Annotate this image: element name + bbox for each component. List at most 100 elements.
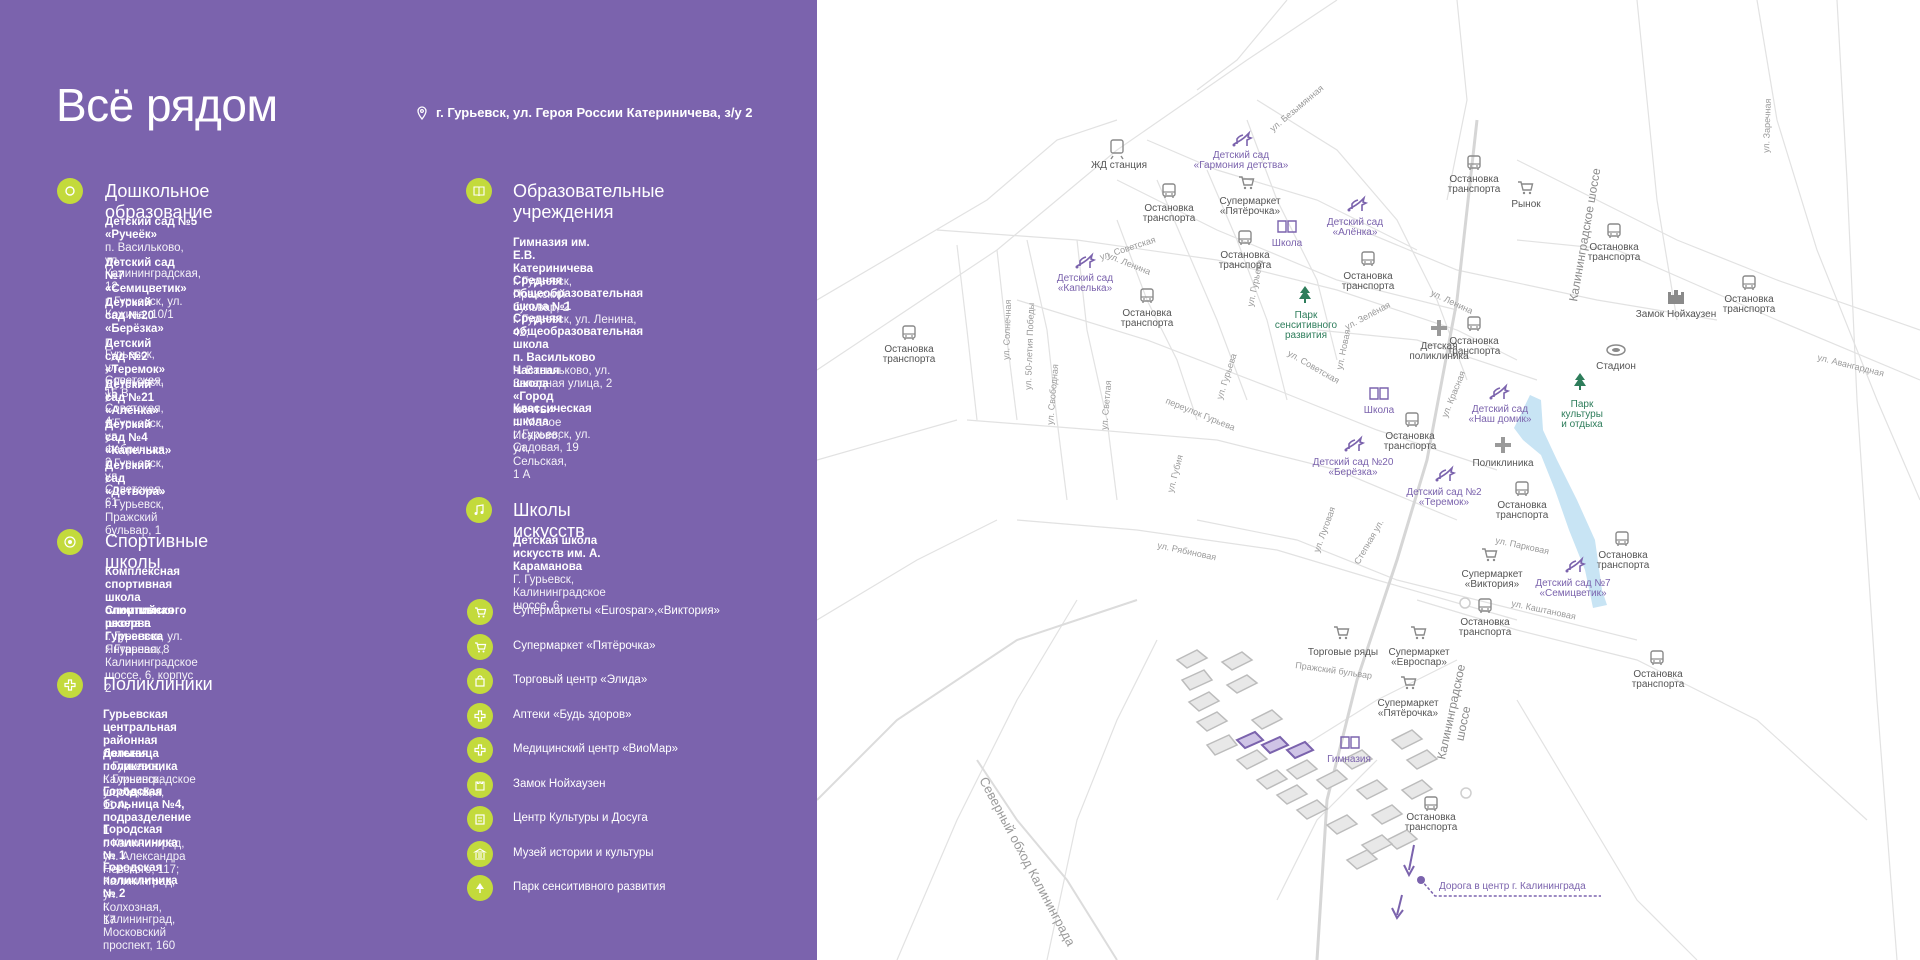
kindergarten-label: Детский сад [1057,273,1113,284]
street-label: ул. Зелёная [1343,299,1392,331]
street-label: ул. Губия [1165,454,1185,494]
section-title: Дошкольное образование [105,181,213,222]
list-item: Детский сад №7 «Семицветик»г. Гурьевск, … [105,257,187,321]
bus-stop-label: Остановка [1449,174,1499,185]
supermarket-label: «Пятёрочка» [1220,206,1281,217]
bus-stop-icon [1424,796,1438,812]
clinic-label: Детская [1420,341,1457,352]
lake [1514,395,1607,608]
street-label: ул. Светлая [1099,380,1113,430]
clinic-label: поликлиника [1409,351,1469,362]
supermarket-label: Супермаркет [1461,569,1522,580]
tree-icon [467,875,493,901]
bus-stop-icon [1467,316,1481,332]
street-label: ул. Ленина [1106,251,1152,277]
park-label: и отдыха [1561,419,1603,430]
supermarket-label: Супермаркет [1377,698,1438,709]
kindergarten-label: Детский сад [1213,150,1269,161]
market-icon [1517,181,1534,195]
road-network [817,0,1920,960]
bus-stop-label: транспорта [1723,304,1776,315]
park-label: развития [1285,330,1327,341]
list-item: Детский сад №21 «Алёнка»г. Гурьевск, ул.… [105,379,168,469]
bus-stop-icon [1607,223,1621,239]
list-item: Детский сад №5 «Ручеёк»п. Васильково, ул… [105,216,201,293]
bus-stop-label: транспорта [1496,510,1549,521]
kindergarten-label: «Капелька» [1058,283,1113,294]
park-label: сенситивного [1275,320,1338,331]
medical-cross-icon [1495,437,1511,453]
kindergarten-icon [1434,467,1455,483]
shopping-bag-icon [467,668,493,694]
bus-stop-label: Остановка [1633,669,1683,680]
bus-stop-label: Остановка [1460,617,1510,628]
street-label: ул. Советская [1286,348,1341,386]
bus-stop-label: Остановка [1497,500,1547,511]
bus-stop-label: Остановка [1122,308,1172,319]
rail-icon [1110,139,1124,160]
sport-icon [57,529,83,555]
rail-label: ЖД станция [1091,160,1147,171]
supermarket-icon [1410,626,1427,640]
secondary-road [817,599,1138,801]
location-pin-icon [417,105,427,120]
kindergarten-label: Детский сад [1327,217,1383,228]
bus-stop-label: Остановка [1144,203,1194,214]
list-item: Детский сад №4 «Капелька»г. Гурьевск, ул… [105,419,172,509]
list-item: Комплексная спортивная школа олимпийског… [105,566,187,656]
kindergarten-label: «Гармония детства» [1194,160,1289,171]
route-to-center [1391,844,1601,920]
highway-label-lower: Калининградское шоссе [1434,663,1473,761]
kindergarten-label: «Берёзка» [1328,467,1378,478]
market-label: Рынок [1511,199,1541,210]
area-map[interactable]: ул. Безымянная ул. Советская ул. Советск… [817,0,1920,960]
bus-stop-label: Остановка [1343,271,1393,282]
supermarket-label: Супермаркет [1388,647,1449,658]
cart-icon [467,634,493,660]
school-label: Школа [1364,405,1395,416]
kindergarten-icon [1231,132,1252,148]
bus-stop-label: транспорта [1342,281,1395,292]
street-label: ул. Безымянная [1268,83,1326,134]
tree-icon [1299,286,1311,303]
kindergarten-icon [1074,254,1095,270]
list-item: Гурьевская центральная районная больница… [103,709,196,799]
bus-stop-icon [1162,183,1176,199]
supermarket-label: «Евроспар» [1391,657,1447,668]
address-text: г. Гурьевск, ул. Героя России Катериниче… [436,105,753,120]
book-icon [466,178,492,204]
school-icon [1369,387,1389,400]
school-label: Школа [1272,238,1303,249]
school-icon [1277,220,1297,233]
medical-cross-icon [57,672,83,698]
medical-cross-icon [467,703,493,729]
medical-cross-icon [467,737,493,763]
bus-stop-icon [1361,251,1375,267]
route-label: Дорога в центр г. Калининграда [1439,881,1586,892]
bus-stop-label: транспорта [1448,184,1501,195]
park-label: Парк [1571,399,1594,410]
bus-stop-label: транспорта [883,354,936,365]
bypass-label: Северный обход Калининграда [976,774,1078,949]
map-canvas: ул. Безымянная ул. Советская ул. Советск… [817,0,1920,960]
clinic-label: Поликлиника [1472,458,1534,469]
street-label: ул. Свободная [1045,364,1060,426]
bus-stop-label: Остановка [1589,242,1639,253]
castle-label: Замок Нойхаузен [1636,309,1716,320]
kindergarten-label: Детский сад №7 [1535,578,1611,589]
bus-stop-icon [1615,531,1629,547]
kindergarten-icon [1564,558,1585,574]
kaliningrad-highway [1315,119,1479,960]
bus-stop-label: транспорта [1632,679,1685,690]
bus-stop-label: Остановка [884,344,934,355]
residential-complex [1175,649,1439,870]
bus-stop-label: Остановка [1598,550,1648,561]
